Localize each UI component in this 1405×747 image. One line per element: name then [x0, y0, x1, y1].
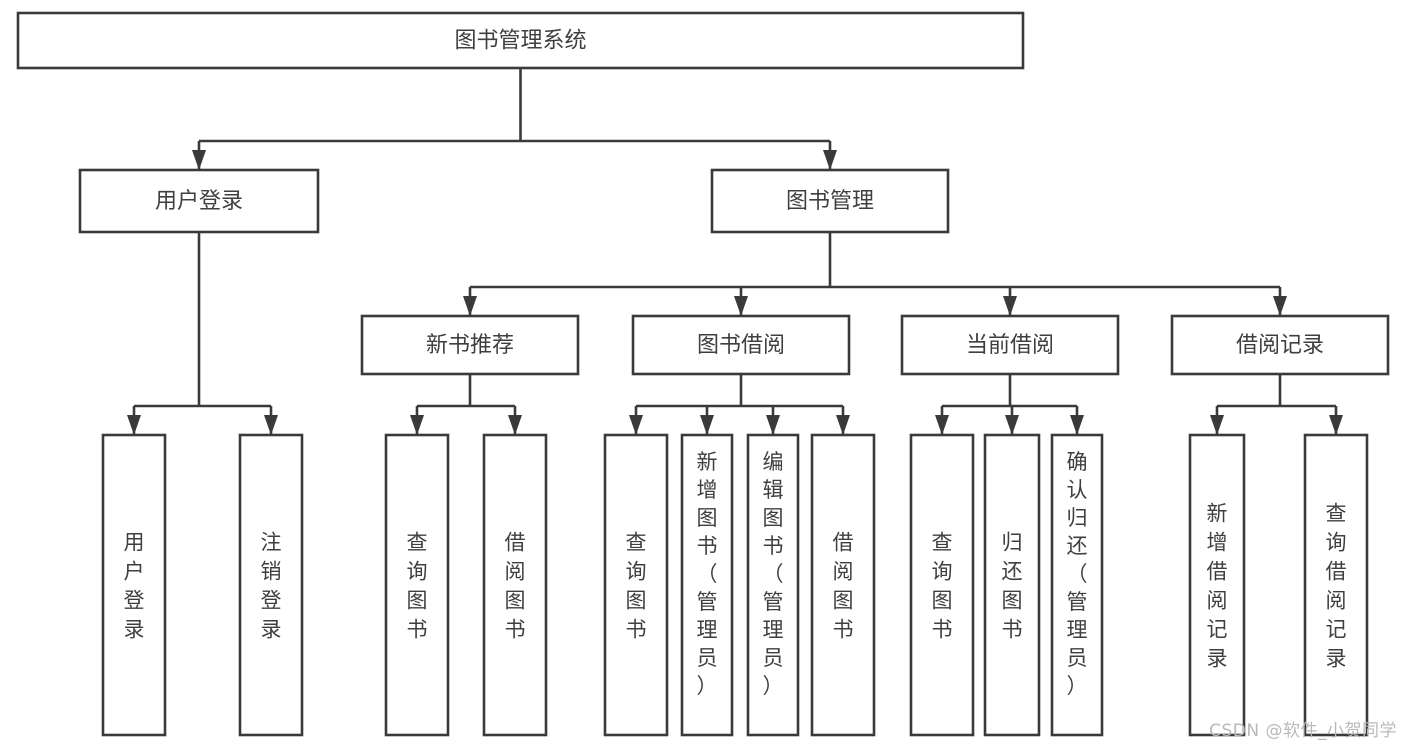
node-leaf-query-book-2[interactable]: 查询图书 — [603, 433, 669, 737]
node-leaf-return-book[interactable]: 归还图书 — [983, 433, 1041, 737]
arrow-head-icon — [766, 415, 780, 435]
node-box[interactable] — [482, 433, 548, 737]
node-box[interactable] — [900, 314, 1120, 376]
node-box[interactable] — [1050, 433, 1104, 737]
node-box[interactable] — [360, 314, 580, 376]
arrow-head-icon — [463, 296, 477, 316]
arrow-head-icon — [700, 415, 714, 435]
node-label: 编辑图书（管理员） — [763, 450, 784, 698]
node-label: 确认归还（管理员） — [1067, 450, 1088, 698]
node-box[interactable] — [1303, 433, 1369, 737]
arrow-head-icon — [1329, 415, 1343, 435]
node-leaf-edit-book[interactable]: 编辑图书（管理员） — [746, 433, 800, 737]
node-box[interactable] — [603, 433, 669, 737]
arrow-head-icon — [1003, 296, 1017, 316]
arrow-head-icon — [1210, 415, 1224, 435]
connectors-layer — [127, 68, 1343, 435]
arrow-head-icon — [1005, 415, 1019, 435]
node-book-borrow[interactable]: 图书借阅 — [631, 314, 851, 376]
node-label: 图书借阅 — [697, 333, 785, 358]
node-label: 图书管理系统 — [454, 29, 586, 54]
node-root-book-management-system[interactable]: 图书管理系统 — [16, 11, 1025, 70]
node-box[interactable] — [983, 433, 1041, 737]
node-box[interactable] — [710, 168, 950, 234]
node-label: 新书推荐 — [426, 333, 514, 358]
arrow-head-icon — [127, 415, 141, 435]
node-leaf-logout[interactable]: 注销登录 — [238, 433, 304, 737]
node-leaf-add-book[interactable]: 新增图书（管理员） — [680, 433, 734, 737]
node-new-book-recommend[interactable]: 新书推荐 — [360, 314, 580, 376]
node-box[interactable] — [101, 433, 167, 737]
node-box[interactable] — [384, 433, 450, 737]
node-leaf-add-record[interactable]: 新增借阅记录 — [1188, 433, 1246, 737]
arrow-head-icon — [264, 415, 278, 435]
nodes-layer: 图书管理系统用户登录图书管理新书推荐图书借阅当前借阅借阅记录用户登录注销登录查询… — [16, 11, 1390, 737]
node-box[interactable] — [16, 11, 1025, 70]
node-label: 查询图书 — [626, 531, 647, 642]
node-leaf-user-login[interactable]: 用户登录 — [101, 433, 167, 737]
node-label: 借阅记录 — [1236, 333, 1324, 358]
node-book-manage[interactable]: 图书管理 — [710, 168, 950, 234]
node-label: 查询图书 — [407, 531, 428, 642]
node-box[interactable] — [78, 168, 320, 234]
node-box[interactable] — [810, 433, 876, 737]
arrow-head-icon — [836, 415, 850, 435]
arrow-head-icon — [823, 150, 837, 170]
node-label: 借阅图书 — [833, 531, 854, 642]
arrow-head-icon — [1273, 296, 1287, 316]
node-box[interactable] — [631, 314, 851, 376]
node-box[interactable] — [238, 433, 304, 737]
node-current-borrow[interactable]: 当前借阅 — [900, 314, 1120, 376]
node-leaf-borrow-book-1[interactable]: 借阅图书 — [482, 433, 548, 737]
arrow-head-icon — [508, 415, 522, 435]
node-label: 借阅图书 — [505, 531, 526, 642]
node-label: 当前借阅 — [966, 333, 1054, 358]
node-label: 注销登录 — [261, 531, 282, 642]
arrow-head-icon — [629, 415, 643, 435]
node-label: 图书管理 — [786, 189, 874, 214]
node-leaf-borrow-book-2[interactable]: 借阅图书 — [810, 433, 876, 737]
node-label: 查询借阅记录 — [1326, 502, 1347, 671]
node-leaf-query-book-3[interactable]: 查询图书 — [909, 433, 975, 737]
node-box[interactable] — [909, 433, 975, 737]
arrow-head-icon — [1070, 415, 1084, 435]
node-label: 新增图书（管理员） — [697, 450, 718, 698]
node-label: 新增借阅记录 — [1207, 502, 1228, 671]
node-label: 用户登录 — [155, 189, 243, 214]
node-label: 用户登录 — [124, 531, 145, 642]
arrow-head-icon — [192, 150, 206, 170]
node-box[interactable] — [1188, 433, 1246, 737]
node-box[interactable] — [1170, 314, 1390, 376]
arrow-head-icon — [935, 415, 949, 435]
node-box[interactable] — [746, 433, 800, 737]
csdn-watermark: CSDN @软件_小贺同学 — [1209, 721, 1397, 741]
node-box[interactable] — [680, 433, 734, 737]
node-user-login[interactable]: 用户登录 — [78, 168, 320, 234]
node-leaf-query-book-1[interactable]: 查询图书 — [384, 433, 450, 737]
node-label: 查询图书 — [932, 531, 953, 642]
arrow-head-icon — [410, 415, 424, 435]
node-leaf-confirm-return[interactable]: 确认归还（管理员） — [1050, 433, 1104, 737]
node-label: 归还图书 — [1002, 531, 1023, 642]
node-leaf-query-record[interactable]: 查询借阅记录 — [1303, 433, 1369, 737]
arrow-head-icon — [734, 296, 748, 316]
node-borrow-record[interactable]: 借阅记录 — [1170, 314, 1390, 376]
